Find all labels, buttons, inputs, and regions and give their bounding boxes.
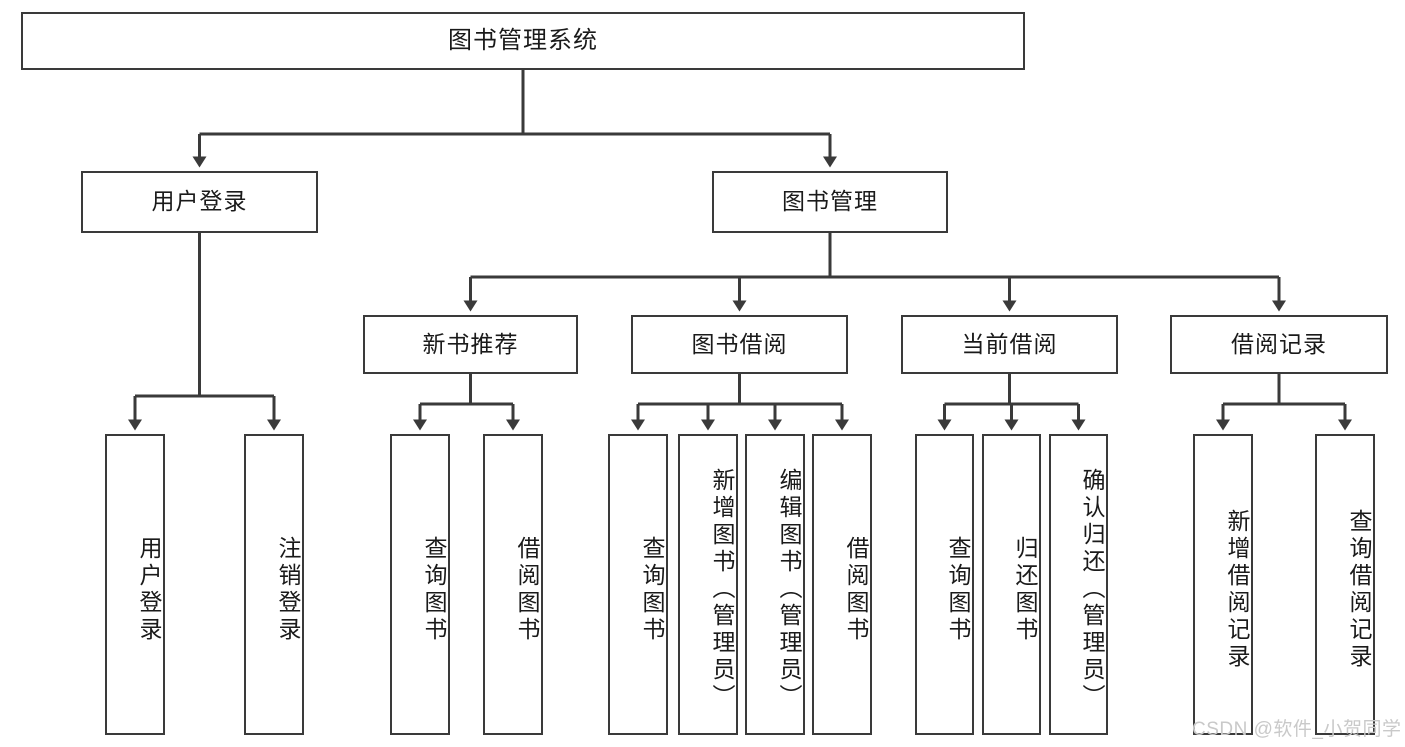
node-book-borrow[interactable]: 图书借阅 [631,315,848,374]
node-leaf-user-login[interactable]: 用户登录 [105,434,165,735]
node-leaf-user-logout[interactable]: 注销登录 [244,434,304,735]
node-leaf-edit-book[interactable]: 编辑图书（管理员） [745,434,805,735]
node-leaf-add-record[interactable]: 新增借阅记录 [1193,434,1253,735]
node-current-borrow[interactable]: 当前借阅 [901,315,1118,374]
node-leaf-borrow-book-2[interactable]: 借阅图书 [812,434,872,735]
node-new-book-rec[interactable]: 新书推荐 [363,315,578,374]
node-borrow-record[interactable]: 借阅记录 [1170,315,1388,374]
node-leaf-return-book[interactable]: 归还图书 [982,434,1041,735]
watermark: CSDN @软件_小贺同学 [1192,719,1402,740]
node-leaf-add-book[interactable]: 新增图书（管理员） [678,434,738,735]
node-user-login[interactable]: 用户登录 [81,171,318,233]
node-leaf-query-record[interactable]: 查询借阅记录 [1315,434,1375,735]
node-book-manage[interactable]: 图书管理 [712,171,948,233]
node-leaf-query-book-1[interactable]: 查询图书 [390,434,450,735]
node-leaf-query-book-2[interactable]: 查询图书 [608,434,668,735]
node-leaf-query-book-3[interactable]: 查询图书 [915,434,974,735]
node-leaf-borrow-book-1[interactable]: 借阅图书 [483,434,543,735]
node-leaf-confirm-return[interactable]: 确认归还（管理员） [1049,434,1108,735]
node-root[interactable]: 图书管理系统 [21,12,1025,70]
